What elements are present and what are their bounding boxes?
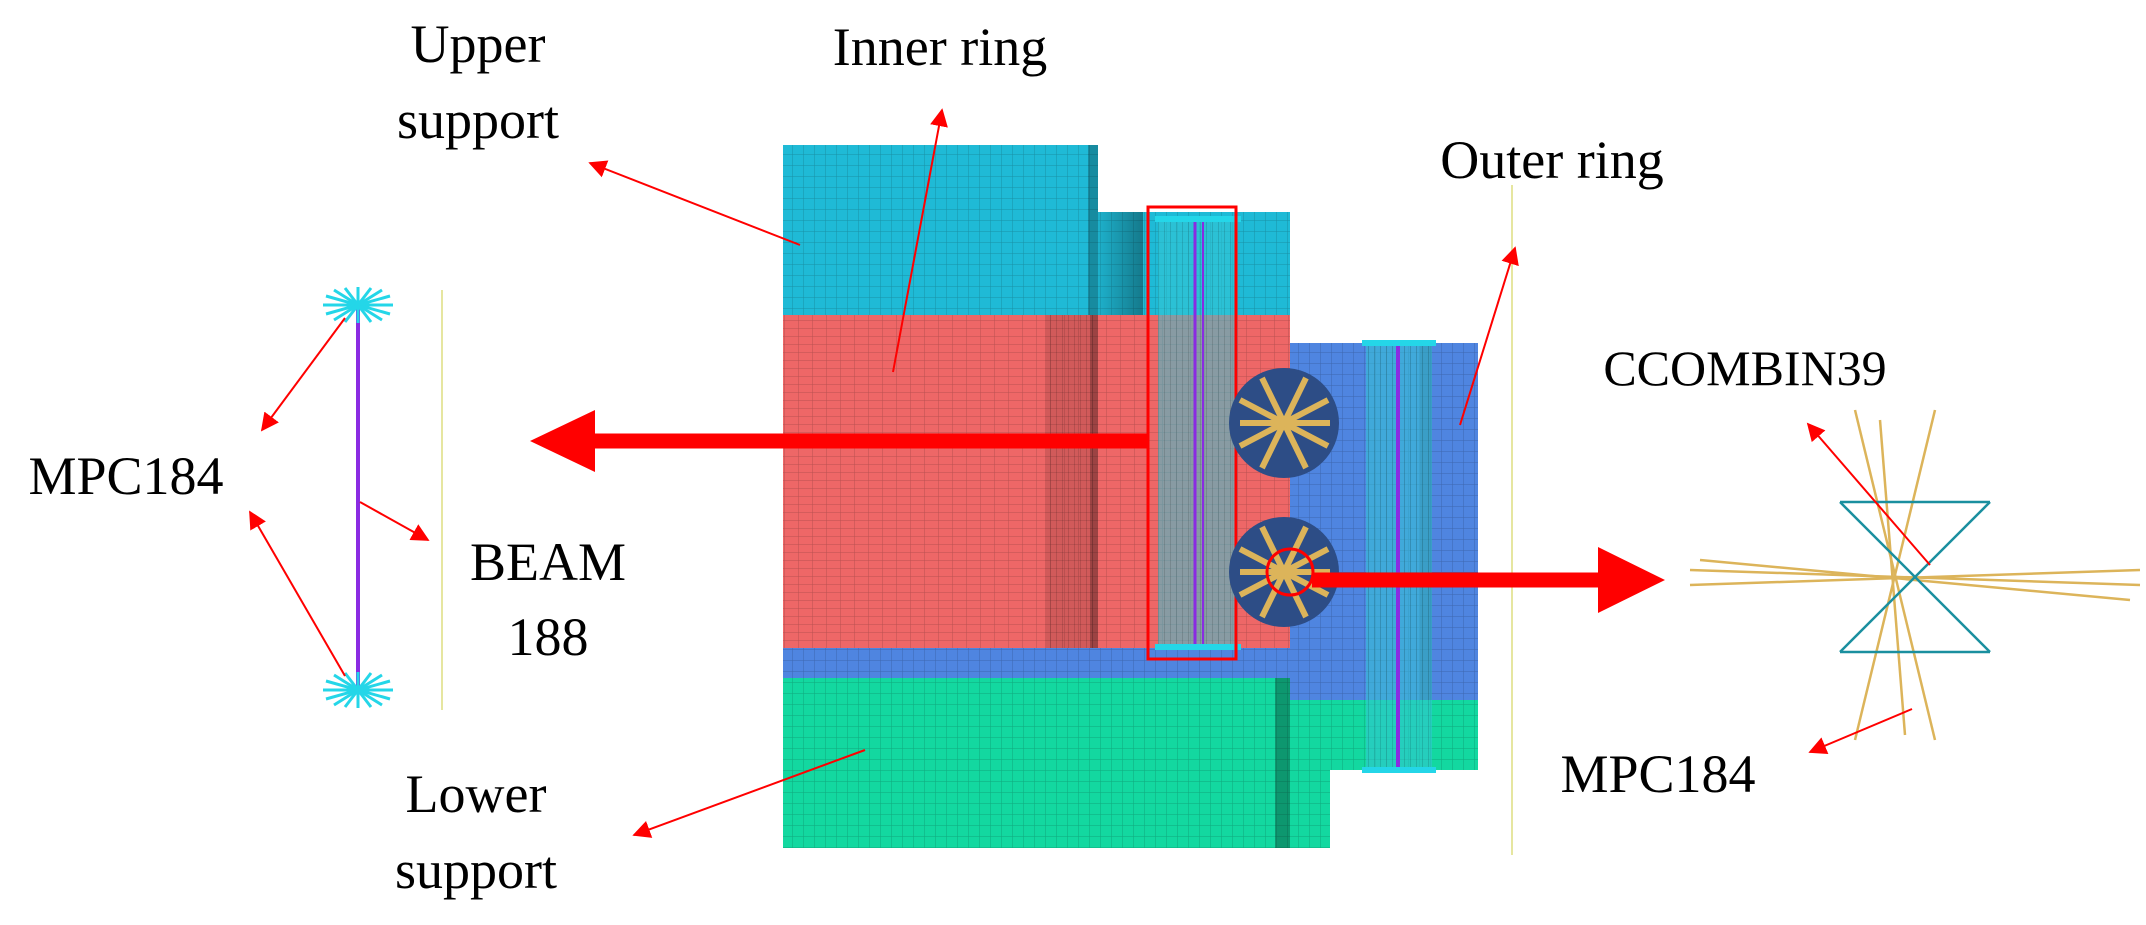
mpc184-right-label: MPC184 [1560,744,1755,804]
beam188-label-line2: 188 [508,607,589,667]
rolling-ball-icon [1229,517,1339,627]
inner-bolt [1146,205,1241,661]
upper-support-label-line2: support [397,90,559,150]
outer-bolt [1362,340,1436,773]
rolling-ball-icon [1229,368,1339,478]
lower-support-block [783,678,1478,848]
lower-support-label-line1: Lower [406,764,547,824]
spider-node-icon [323,287,393,323]
outer-ring-label: Outer ring [1440,130,1663,190]
inner-ring-flange [783,648,1290,678]
leader-arrows [249,108,1931,838]
inner-ring-label: Inner ring [833,17,1047,77]
lower-support-label-line2: support [395,840,557,900]
spider-node-icon [323,672,393,708]
spring-detail [1689,409,2141,741]
zoom-arrow-left [530,410,1148,472]
zoom-arrow-right [1312,547,1665,613]
beam-detail [323,287,393,708]
beam188-label-line1: BEAM [470,532,626,592]
mpc184-left-label: MPC184 [28,446,223,506]
upper-support-label-line1: Upper [411,14,546,74]
ccombin39-label: CCOMBIN39 [1603,340,1886,396]
